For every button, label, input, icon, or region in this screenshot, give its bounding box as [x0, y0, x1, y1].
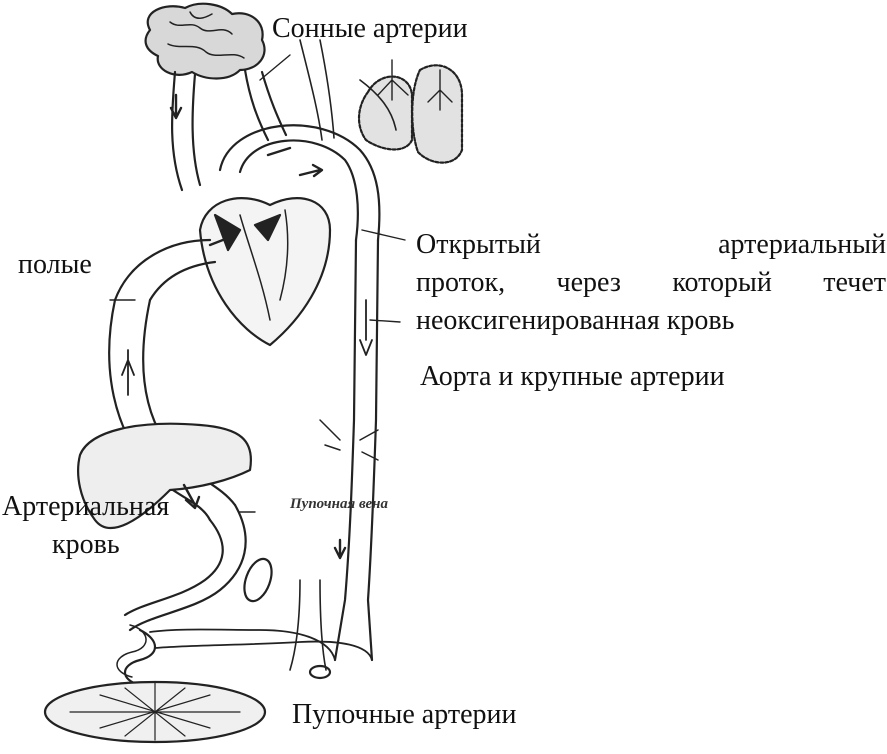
- ductus-word: течет: [823, 267, 886, 298]
- label-ductus-line3: неоксигенированная кровь: [416, 305, 735, 336]
- heart-shape: [198, 197, 332, 347]
- liver-shape: [77, 422, 252, 530]
- ductus-word: который: [672, 267, 772, 298]
- flow-arrows: [169, 93, 347, 560]
- label-arterial-blood-line1: Артериальная: [2, 491, 170, 522]
- label-umbilical-vein: Пупочная вена: [290, 496, 388, 512]
- placenta-shape: [43, 680, 267, 744]
- umbilical-arteries-lines: [149, 579, 373, 680]
- descending-aorta: [319, 238, 380, 662]
- ductus-word: через: [556, 267, 621, 298]
- label-ductus-line2: проток, через который течет: [416, 266, 886, 300]
- ductus-word: артериальный: [718, 229, 886, 260]
- label-carotid-arteries: Сонные артерии: [272, 13, 468, 44]
- label-umbilical-arteries: Пупочные артерии: [292, 699, 517, 730]
- carotid-arteries: [170, 39, 397, 192]
- label-arterial-blood-line2: кровь: [52, 529, 120, 560]
- lungs-shape: [358, 59, 464, 164]
- ductus-word: Открытый: [416, 229, 541, 260]
- label-leaders: [109, 54, 406, 513]
- label-vena-cava: полые: [18, 249, 92, 280]
- umbilical-vein: [123, 503, 273, 632]
- ductus-word: проток,: [416, 267, 506, 298]
- brain-shape: [144, 2, 266, 80]
- aortic-arch: [218, 124, 381, 242]
- label-ductus-line1: Открытый артериальный: [416, 228, 886, 262]
- label-aorta: Аорта и крупные артерии: [420, 361, 725, 392]
